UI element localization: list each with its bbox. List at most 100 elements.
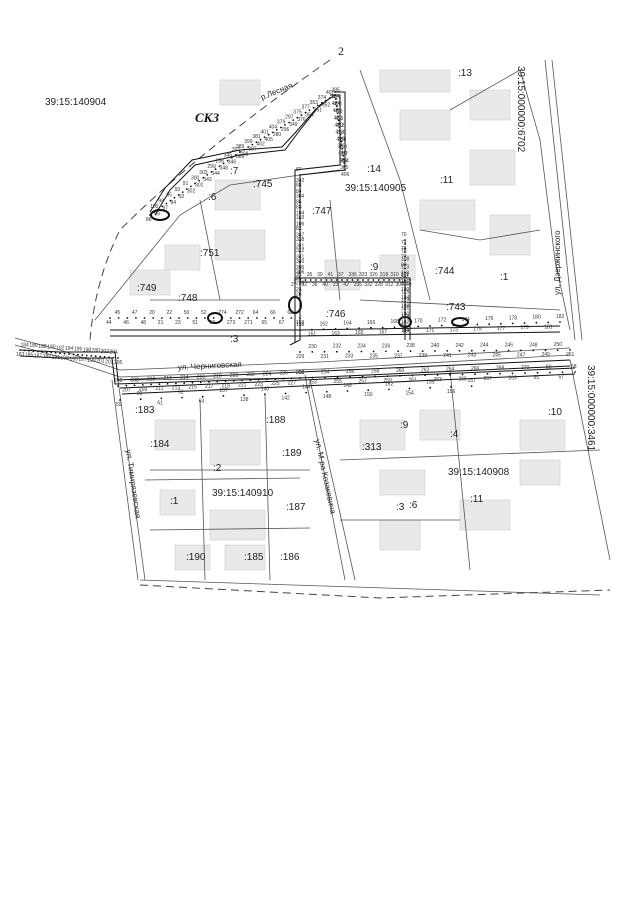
survey-point-marker	[304, 111, 307, 114]
survey-point-number: 95	[167, 193, 173, 199]
survey-point-marker	[23, 349, 26, 352]
survey-point-marker	[409, 350, 412, 353]
parcel-label: :6	[409, 500, 418, 511]
survey-point-number: 216	[197, 374, 206, 380]
survey-point-number: 233	[345, 354, 354, 360]
survey-point-marker	[335, 279, 338, 281]
survey-point-marker	[275, 129, 278, 131]
survey-point-marker	[185, 188, 188, 191]
survey-point-number: 171	[426, 328, 435, 334]
survey-point-number: 310	[390, 272, 399, 278]
survey-point-marker	[183, 382, 186, 384]
survey-point-marker	[299, 195, 301, 198]
survey-point-number: 236	[382, 343, 391, 349]
survey-point-number: 351	[314, 107, 323, 113]
survey-point-number: 152	[385, 381, 394, 387]
survey-point-marker	[299, 190, 301, 193]
survey-point-number: 180	[532, 315, 541, 321]
survey-point-number: 192	[56, 345, 65, 351]
survey-point-marker	[36, 350, 39, 353]
survey-point-marker	[404, 243, 406, 246]
survey-point-number: 344	[212, 171, 221, 177]
survey-point-marker	[311, 351, 314, 353]
survey-point-marker	[178, 317, 181, 319]
survey-point-number: 197	[78, 357, 87, 363]
survey-point-number: 169	[402, 329, 411, 335]
survey-point-marker	[495, 349, 498, 352]
survey-point-number: 184	[21, 342, 30, 348]
survey-point-marker	[304, 279, 307, 281]
parcel-label: :7	[230, 166, 239, 177]
survey-point-marker	[532, 349, 535, 352]
survey-point-number: 42	[343, 282, 349, 288]
survey-point-number: 312	[385, 282, 394, 288]
survey-point-marker	[461, 373, 464, 376]
parcel-label: :183	[135, 405, 155, 416]
survey-point-marker	[77, 353, 79, 356]
survey-point-marker	[299, 277, 301, 280]
survey-point-marker	[458, 349, 461, 352]
survey-point-marker	[299, 228, 301, 231]
survey-point-marker	[499, 372, 501, 375]
survey-point-number: 419	[334, 109, 343, 115]
survey-point-marker	[341, 147, 344, 150]
survey-point-number: 172	[438, 318, 447, 324]
survey-point-number: 139	[240, 397, 249, 403]
survey-point-marker	[404, 251, 406, 254]
survey-point-marker	[299, 283, 301, 285]
survey-point-number: 242	[456, 343, 465, 349]
survey-point-number: 237	[394, 353, 403, 359]
survey-point-marker	[342, 154, 345, 157]
survey-point-number: 64	[253, 310, 259, 316]
survey-point-number: 82	[296, 226, 302, 232]
survey-point-number: 358	[338, 137, 347, 143]
survey-point-marker	[50, 351, 53, 354]
survey-point-marker	[316, 104, 319, 107]
survey-point-marker	[135, 317, 137, 319]
survey-point-number: 196	[74, 347, 83, 353]
survey-point-marker	[323, 350, 326, 353]
survey-point-marker	[520, 349, 522, 352]
survey-point-marker	[139, 398, 142, 401]
survey-point-marker	[450, 386, 452, 388]
survey-point-marker	[436, 374, 439, 376]
survey-point-marker	[202, 176, 205, 179]
survey-point-number: 177	[497, 326, 506, 332]
survey-point-number: 407	[326, 90, 335, 96]
survey-point-marker	[59, 352, 61, 355]
survey-point-number: 260	[396, 368, 405, 374]
survey-point-number: 150	[364, 392, 373, 398]
survey-point-marker	[45, 351, 48, 354]
survey-point-marker	[336, 108, 339, 111]
survey-point-number: 37	[338, 272, 344, 278]
survey-point-marker	[255, 141, 258, 144]
survey-point-number: 342	[296, 178, 305, 184]
survey-point-marker	[218, 165, 221, 168]
survey-point-number: 155	[426, 380, 435, 386]
survey-point-marker	[374, 375, 376, 378]
survey-point-number: 245	[492, 353, 501, 359]
survey-point-number: 318	[380, 272, 389, 278]
survey-point-marker	[160, 317, 163, 319]
survey-point-number: 421	[335, 116, 344, 122]
survey-point-number: 33	[333, 282, 339, 288]
survey-point-marker	[141, 384, 144, 386]
survey-point-number: 56	[546, 365, 552, 371]
survey-point-marker	[338, 126, 341, 129]
survey-point-number: 305	[296, 265, 305, 271]
survey-point-marker	[271, 131, 274, 134]
parcel-label: :1	[170, 496, 179, 507]
survey-point-number: 333	[359, 272, 368, 278]
survey-point-number: 144	[302, 385, 311, 391]
survey-point-number: 405	[265, 137, 274, 143]
survey-point-number: 206	[114, 378, 123, 384]
survey-point-number: 269	[509, 375, 518, 381]
survey-point-number: 303	[199, 170, 208, 176]
survey-point-number: 426	[334, 115, 343, 121]
survey-point-marker	[335, 101, 338, 104]
survey-point-number: 104	[296, 211, 305, 217]
survey-point-marker	[341, 279, 343, 281]
survey-point-marker	[325, 279, 328, 281]
survey-point-marker	[483, 349, 485, 352]
